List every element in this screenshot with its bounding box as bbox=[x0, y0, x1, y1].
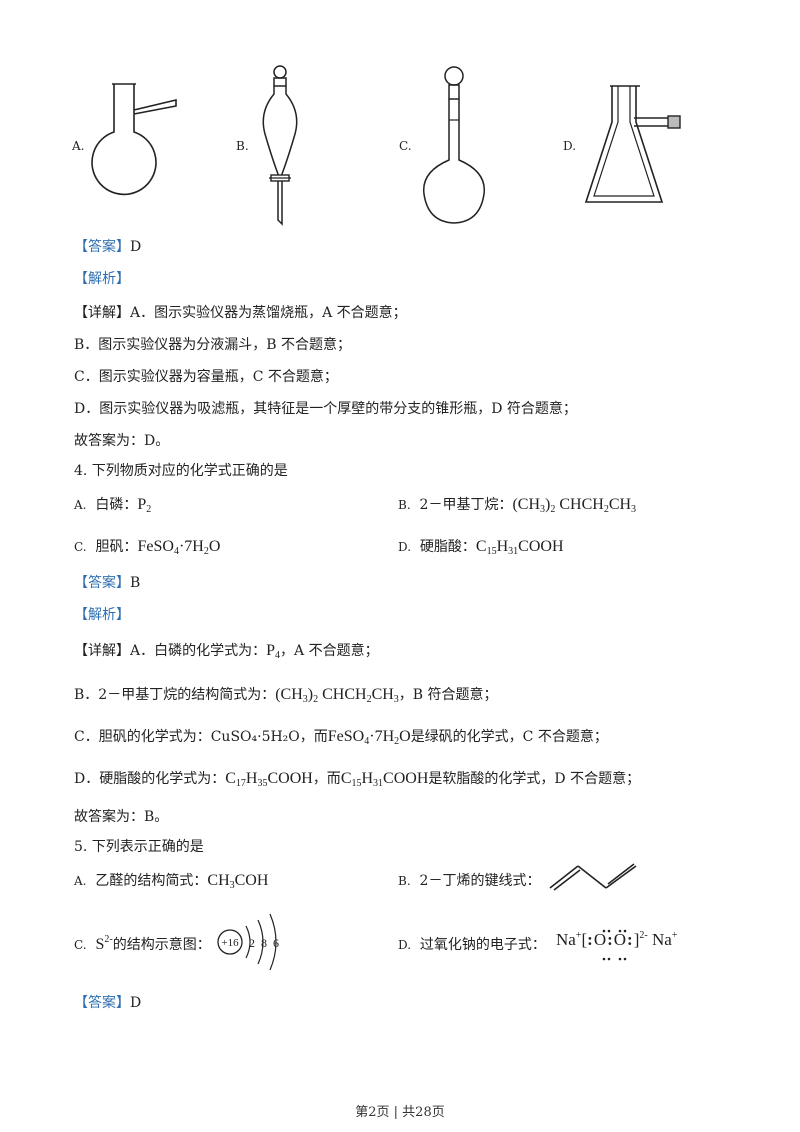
option-text: 乙醛的结构简式： bbox=[95, 873, 208, 889]
sodium-peroxide-electron-formula: Na+[:O:O:]2- Na+ bbox=[556, 930, 678, 949]
detail-text: 2－甲基丁烷的结构简式为： bbox=[98, 687, 276, 703]
ion-s2-minus: S2- bbox=[95, 934, 113, 953]
answer-tag: 【答案】 bbox=[74, 995, 130, 1011]
q5-stem: 5. 下列表示正确的是 bbox=[74, 839, 204, 855]
q5-option-c: C. S2-的结构示意图： bbox=[74, 934, 211, 954]
option-text: 2－丁烯的键线式： bbox=[419, 873, 541, 889]
option-label: D. bbox=[398, 540, 412, 554]
detail-prefix: B． bbox=[74, 687, 99, 703]
q3-detail-line2: B．图示实验仪器为分液漏斗，B 不合题意； bbox=[74, 337, 352, 353]
option-label: C. bbox=[74, 938, 87, 952]
formula-p4: P4 bbox=[266, 642, 281, 661]
option-label: A. bbox=[74, 874, 87, 888]
electron-dots bbox=[602, 929, 627, 961]
shell-1-count: 2 bbox=[249, 936, 255, 950]
formula-ch3coh: CH3COH bbox=[207, 872, 269, 891]
formula-feso4-7h2o: FeSO4·7H2O bbox=[327, 728, 411, 747]
detail-text: A．图示实验仪器为蒸馏烧瓶，A 不合题意； bbox=[130, 305, 407, 321]
detail-text-mid: ，而 bbox=[312, 771, 341, 787]
q5-option-a: A. 乙醛的结构简式：CH3COH bbox=[74, 870, 268, 891]
q3-detail-line1: 【详解】A．图示实验仪器为蒸馏烧瓶，A 不合题意； bbox=[74, 302, 407, 322]
q3-analysis-tag: 【解析】 bbox=[74, 271, 130, 287]
q4-detail-d: D．硬脂酸的化学式为：C17H35COOH，而C15H31COOH是软脂酸的化学… bbox=[74, 768, 640, 789]
q3-detail-line3: C．图示实验仪器为容量瓶，C 不合题意； bbox=[74, 369, 338, 385]
q4-option-c: C. 胆矾：FeSO4·7H2O bbox=[74, 536, 220, 557]
shell-3-count: 6 bbox=[273, 936, 279, 950]
detail-text-end: ，A 不合题意； bbox=[280, 643, 379, 659]
option-d-label: D. bbox=[563, 139, 577, 153]
detail-text: A．白磷的化学式为： bbox=[130, 643, 267, 659]
option-label: B. bbox=[398, 874, 411, 888]
option-text: 硬脂酸： bbox=[419, 539, 476, 555]
detail-tag: 【详解】 bbox=[74, 305, 130, 321]
detail-tag: 【详解】 bbox=[74, 643, 130, 659]
answer-value: D bbox=[130, 995, 142, 1011]
formula-feso4-7h2o: FeSO4·7H2O bbox=[137, 538, 221, 557]
option-text: 胆矾： bbox=[95, 539, 138, 555]
separatory-funnel-drawing bbox=[262, 65, 298, 226]
distillation-flask-drawing bbox=[91, 83, 177, 196]
q4-detail-a: 【详解】A．白磷的化学式为：P4，A 不合题意； bbox=[74, 640, 379, 661]
option-text: 过氧化钠的电子式： bbox=[419, 937, 546, 953]
answer-tag: 【答案】 bbox=[74, 239, 130, 255]
q4-analysis-tag: 【解析】 bbox=[74, 607, 130, 623]
option-label: A. bbox=[74, 498, 87, 512]
formula-c17h35cooh: C17H35COOH bbox=[225, 770, 313, 789]
q4-option-a: A. 白磷：P2 bbox=[74, 494, 151, 515]
butene-skeletal-formula bbox=[549, 863, 637, 891]
option-a-label: A. bbox=[72, 139, 85, 153]
q4-option-b: B. 2－甲基丁烷：(CH3)2 CHCH2CH3 bbox=[398, 494, 636, 515]
nucleus-charge: +16 bbox=[221, 937, 239, 949]
option-c-label: C. bbox=[399, 139, 412, 153]
q4-detail-b: B．2－甲基丁烷的结构简式为：(CH3)2 CHCH2CH3，B 符合题意； bbox=[74, 684, 498, 705]
q5-option-b: B. 2－丁烯的键线式： bbox=[398, 870, 540, 890]
option-label: B. bbox=[398, 498, 411, 512]
answer-tag: 【答案】 bbox=[74, 575, 130, 591]
detail-text-end: ，B 符合题意； bbox=[398, 687, 498, 703]
formula-c15h31cooh: C15H31COOH bbox=[475, 538, 564, 557]
answer-value: D bbox=[130, 239, 142, 255]
option-label: C. bbox=[74, 540, 87, 554]
q5-answer: 【答案】D bbox=[74, 992, 141, 1012]
formula-2-methylbutane: (CH3)2 CHCH2CH3 bbox=[512, 496, 637, 515]
detail-text: D．硬脂酸的化学式为： bbox=[74, 771, 226, 787]
q3-answer: 【答案】D bbox=[74, 236, 141, 256]
filter-flask-drawing bbox=[584, 85, 681, 203]
option-b-label: B. bbox=[236, 139, 249, 153]
formula-2-methylbutane: (CH3)2 CHCH2CH3 bbox=[275, 686, 399, 705]
formula-p2: P2 bbox=[137, 496, 152, 515]
detail-text-end: 是软脂酸的化学式，D 不合题意； bbox=[428, 771, 641, 787]
q4-detail-c: C．胆矾的化学式为：CuSO₄·5H₂O，而FeSO4·7H2O是绿矾的化学式，… bbox=[74, 726, 608, 747]
q4-stem: 4. 下列物质对应的化学式正确的是 bbox=[74, 463, 288, 479]
sulfur-ion-structure-diagram: +16 2 8 6 bbox=[217, 913, 279, 971]
q3-detail-line4: D．图示实验仪器为吸滤瓶，其特征是一个厚壁的带分支的锥形瓶，D 符合题意； bbox=[74, 401, 577, 417]
volumetric-flask-drawing bbox=[422, 66, 486, 224]
formula-c15h31cooh: C15H31COOH bbox=[340, 770, 429, 789]
q4-answer: 【答案】B bbox=[74, 572, 140, 592]
q4-option-d: D. 硬脂酸：C15H31COOH bbox=[398, 536, 564, 557]
option-text: 的结构示意图： bbox=[112, 937, 211, 953]
answer-value: B bbox=[130, 575, 141, 591]
option-label: D. bbox=[398, 938, 412, 952]
page-number: 第2页 | 共28页 bbox=[355, 1105, 445, 1120]
detail-text-end: 是绿矾的化学式，C 不合题意； bbox=[410, 729, 608, 745]
detail-text: C．胆矾的化学式为：CuSO₄·5H₂O，而 bbox=[74, 729, 328, 745]
option-text: 白磷： bbox=[95, 497, 138, 513]
option-text: 2－甲基丁烷： bbox=[419, 497, 513, 513]
q5-option-d: D. 过氧化钠的电子式： bbox=[398, 934, 546, 954]
q4-conclusion: 故答案为：B。 bbox=[74, 809, 169, 825]
shell-2-count: 8 bbox=[261, 936, 267, 950]
q3-conclusion: 故答案为：D。 bbox=[74, 433, 170, 449]
